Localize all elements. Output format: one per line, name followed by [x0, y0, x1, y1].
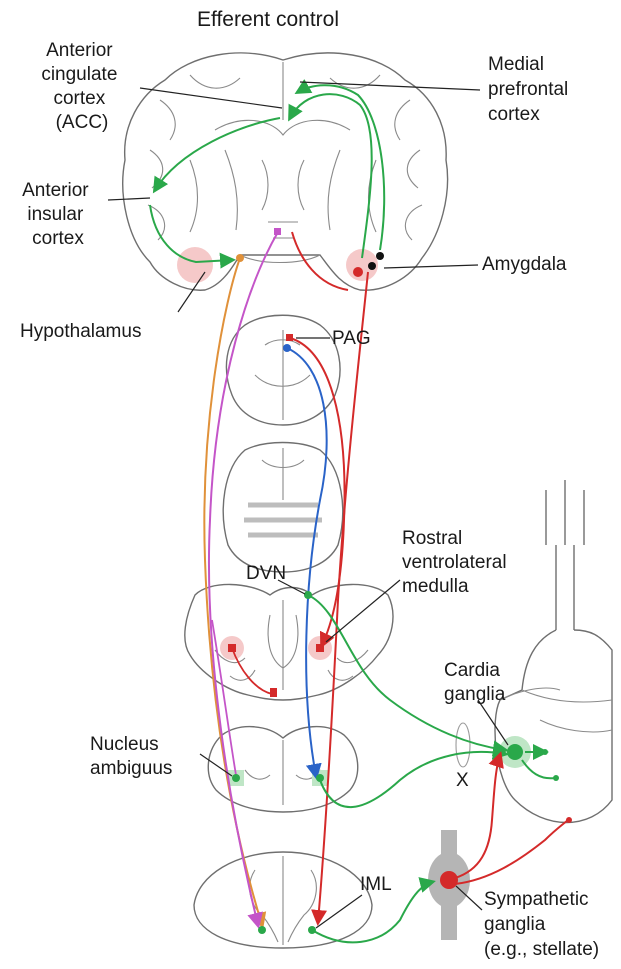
label-dvn: DVN: [246, 563, 286, 584]
heart-outline: [495, 480, 612, 823]
label-vagus-x: X: [456, 770, 469, 791]
dvn-neuron-green: [304, 591, 312, 599]
label-nucleus-ambiguus: Nucleus ambiguus: [90, 734, 172, 779]
green-path-cardia-heart-2: [522, 760, 555, 778]
rvlm-left-neuron: [228, 644, 236, 652]
label-rvlm: Rostral ventrolateral medulla: [402, 528, 512, 597]
label-sympathetic-ganglia: Sympathetic ganglia (e.g., stellate): [484, 889, 599, 960]
amygdala-neuron-red: [353, 267, 363, 277]
red-path-amygdala-spinal: [318, 272, 368, 922]
leader-acc: [140, 88, 282, 108]
green-path-mpfc-acc: [290, 94, 372, 258]
leader-insula: [108, 198, 150, 200]
leader-cardia: [478, 700, 508, 745]
green-path-na-cardia: [320, 752, 505, 807]
nucleus-ambiguus-left-neuron: [232, 774, 240, 782]
pag-neuron-blue: [283, 344, 291, 352]
label-cardia-ganglia: Cardia ganglia: [444, 660, 506, 705]
iml-neuron-right: [308, 926, 316, 934]
heart-terminal-red: [566, 817, 572, 823]
rvlm-right-neuron: [316, 644, 324, 652]
heart-terminal-green: [553, 775, 559, 781]
red-path-sympathetic-heart-2: [455, 820, 568, 884]
spinal-cord-section: [194, 852, 372, 948]
leader-nucleus-ambiguus: [200, 754, 232, 776]
nucleus-ambiguus-right-neuron: [316, 774, 324, 782]
hypothalamus-neuron-orange: [236, 254, 244, 262]
label-mpfc: Medial prefrontal cortex: [488, 54, 574, 125]
hypothalamus-neuron-magenta: [274, 228, 281, 235]
label-pag: PAG: [332, 328, 371, 349]
pons-section: [223, 443, 342, 573]
amygdala-neuron-black-2: [376, 252, 384, 260]
label-iml: IML: [360, 874, 392, 895]
amygdala-neuron-black-1: [368, 262, 376, 270]
brain-coronal-section: [123, 53, 448, 290]
label-acc: Anterior cingulate cortex (ACC): [41, 40, 122, 133]
pag-neuron-red: [286, 334, 293, 341]
orange-path-hypothalamus-spinal: [204, 258, 262, 925]
diagram-title: Efferent control: [197, 8, 339, 31]
sympathetic-ganglion-neuron: [440, 871, 458, 889]
leader-iml: [316, 895, 362, 928]
medulla-midline-neuron: [270, 688, 277, 697]
label-hypothalamus: Hypothalamus: [20, 321, 141, 342]
heart-terminal-green-2: [542, 749, 548, 755]
leader-amygdala: [384, 265, 478, 268]
cardiac-ganglion-neuron: [507, 744, 523, 760]
label-insula: Anterior insular cortex: [22, 180, 94, 249]
hypothalamus-halo: [177, 247, 213, 283]
vagus-nerve-crossing: [456, 723, 470, 767]
iml-neuron-left: [258, 926, 266, 934]
label-amygdala: Amygdala: [482, 254, 567, 275]
